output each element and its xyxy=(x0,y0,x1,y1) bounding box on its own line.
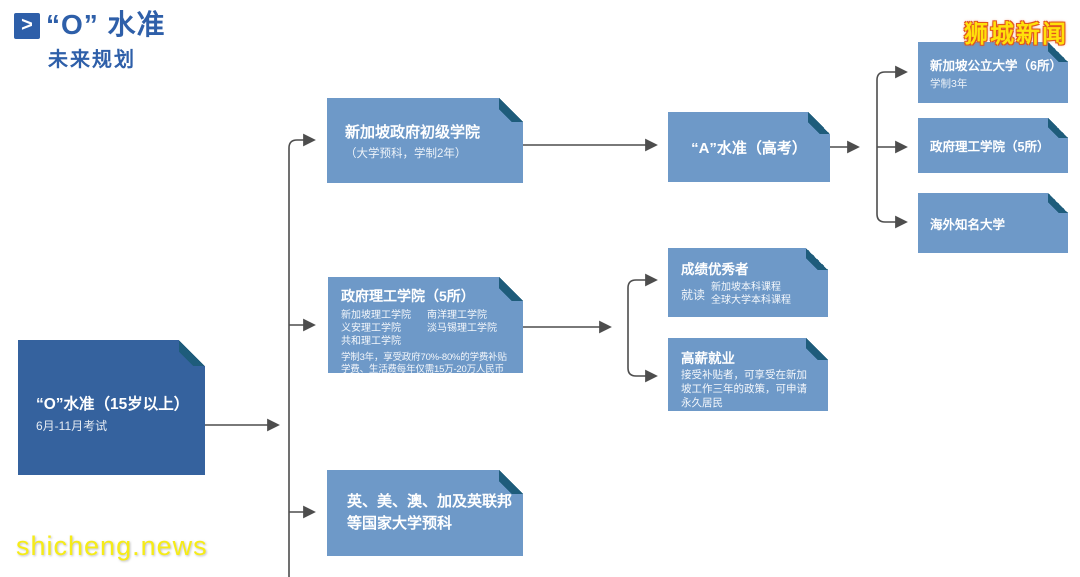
node-gov-polytechnic: 政府理工学院（5所） xyxy=(918,118,1068,173)
site-logo: 狮城新闻 xyxy=(964,21,1068,48)
school-item: 淡马锡理工学院 xyxy=(427,323,497,334)
node-title: 新加坡公立大学（6所） xyxy=(930,58,1062,73)
chevron-right-icon: > xyxy=(14,13,40,39)
node-overseas-prep: 英、美、澳、加及英联邦 等国家大学预科 xyxy=(327,470,523,556)
node-title: 海外知名大学 xyxy=(930,217,1006,232)
header-text: “O” 水准 未来规划 xyxy=(46,9,166,72)
page-subtitle: 未来规划 xyxy=(48,48,136,71)
node-title: “O”水准（15岁以上） xyxy=(36,395,190,413)
node-a-level: “A”水准（高考） xyxy=(668,112,830,182)
node-title-line: 等国家大学预科 xyxy=(347,515,453,532)
school-list: 新加坡理工学院 南洋理工学院 义安理工学院 淡马锡理工学院 共和理工学院 xyxy=(341,309,510,348)
school-item: 共和理工学院 xyxy=(341,336,401,347)
node-subtitle: （大学预科，学制2年） xyxy=(345,147,467,160)
folded-corner-icon xyxy=(808,112,830,134)
node-subtitle: 6月-11月考试 xyxy=(36,418,108,433)
node-title: 新加坡政府初级学院 xyxy=(345,123,481,141)
node-overseas-university: 海外知名大学 xyxy=(918,193,1068,253)
detail-line: 学制3年，享受政府70%-80%的学费补贴 xyxy=(341,352,507,363)
folded-corner-icon xyxy=(806,338,828,360)
node-title: 高薪就业 xyxy=(681,351,735,366)
node-excellent-results: 成绩优秀者 就读 新加坡本科课程 全球大学本科课程 xyxy=(668,248,828,317)
page-title: “O” 水准 xyxy=(46,9,166,40)
school-item: 南洋理工学院 xyxy=(427,310,487,321)
node-title: 成绩优秀者 xyxy=(681,262,749,277)
option-item: 新加坡本科课程 xyxy=(711,282,782,293)
school-item: 新加坡理工学院 xyxy=(341,310,411,321)
node-junior-college: 新加坡政府初级学院 （大学预科，学制2年） xyxy=(327,98,523,183)
folded-corner-icon xyxy=(499,98,523,122)
node-subtitle: 学制3年 xyxy=(930,77,968,90)
site-watermark: shicheng.news xyxy=(16,531,208,561)
folded-corner-icon xyxy=(1048,193,1068,213)
node-polytechnic: 政府理工学院（5所） 新加坡理工学院 南洋理工学院 义安理工学院 淡马锡理工学院… xyxy=(328,277,523,375)
node-title: “A”水准（高考） xyxy=(691,139,807,157)
school-item: 义安理工学院 xyxy=(341,323,401,334)
node-title: 政府理工学院（5所） xyxy=(930,140,1050,154)
options-label: 就读 xyxy=(681,287,706,302)
node-title-line: 英、美、澳、加及英联邦 xyxy=(347,492,513,510)
folded-corner-icon xyxy=(1048,42,1068,62)
page-header: > “O” 水准 未来规划 xyxy=(14,9,166,72)
node-public-university: 新加坡公立大学（6所） 学制3年 xyxy=(918,42,1068,103)
options-list: 新加坡本科课程 全球大学本科课程 xyxy=(711,281,791,307)
option-item: 全球大学本科课程 xyxy=(711,295,792,306)
node-details: 学制3年，享受政府70%-80%的学费补贴 学费、生活费每年仅需15万-20万人… xyxy=(341,352,510,377)
folded-corner-icon xyxy=(499,277,523,301)
node-o-level: “O”水准（15岁以上） 6月-11月考试 xyxy=(18,340,205,475)
node-title: 政府理工学院（5所） xyxy=(341,288,475,304)
detail-line: 学费、生活费每年仅需15万-20万人民币 xyxy=(341,364,504,376)
folded-corner-icon xyxy=(499,470,523,494)
folded-corner-icon xyxy=(179,340,205,366)
node-employment: 高薪就业 接受补贴者，可享受在新加坡工作三年的政策，可申请永久居民 xyxy=(668,338,828,411)
folded-corner-icon xyxy=(1048,118,1068,138)
folded-corner-icon xyxy=(806,248,828,270)
node-options-row: 就读 新加坡本科课程 全球大学本科课程 xyxy=(681,281,815,307)
node-description: 接受补贴者，可享受在新加坡工作三年的政策，可申请永久居民 xyxy=(681,369,807,409)
